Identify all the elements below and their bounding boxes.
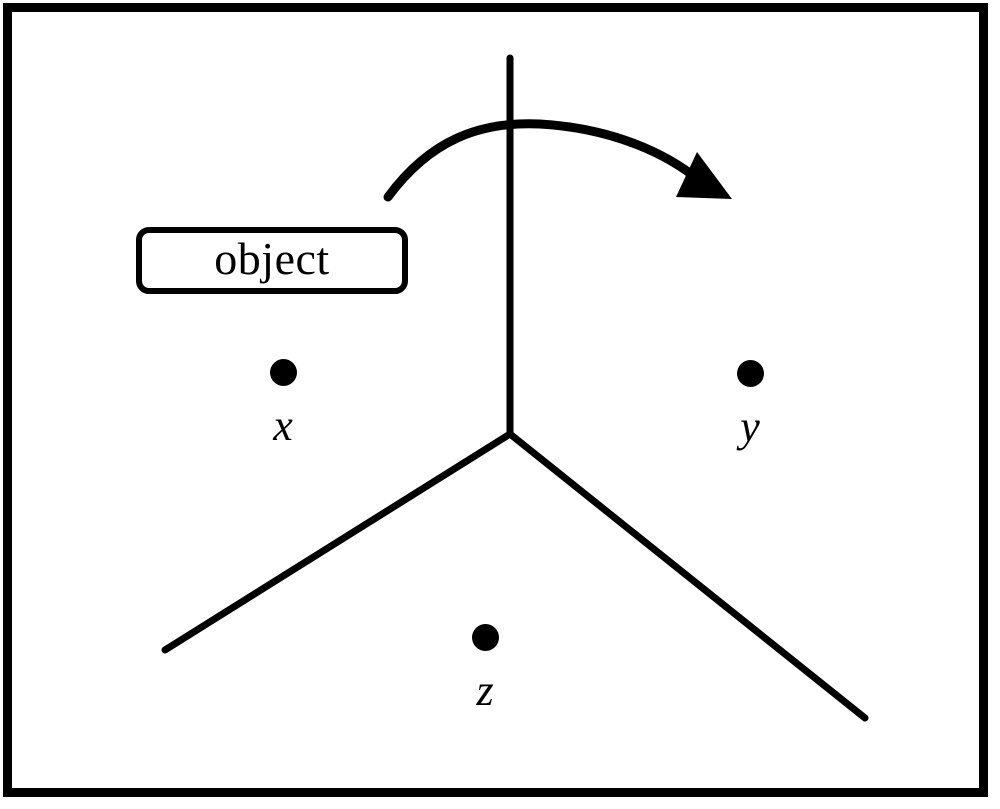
node-y-dot-icon xyxy=(736,359,764,387)
node-x-dot-icon xyxy=(269,358,297,386)
rotation-arrow-head xyxy=(676,152,732,199)
node-x-label: x xyxy=(273,401,293,450)
node-y-label: y xyxy=(740,402,760,451)
rotation-arrow-shaft xyxy=(383,119,705,202)
y-junction-group xyxy=(161,54,869,722)
node-z-dot-icon xyxy=(471,623,499,651)
object-label-box: object xyxy=(136,227,408,294)
object-label-text: object xyxy=(214,232,330,284)
rotation-arrow-group xyxy=(383,119,732,202)
node-z-label: z xyxy=(476,666,494,715)
lower-right-branch-line xyxy=(506,430,869,722)
lower-left-branch-line xyxy=(161,430,514,654)
outer-frame xyxy=(3,3,988,797)
